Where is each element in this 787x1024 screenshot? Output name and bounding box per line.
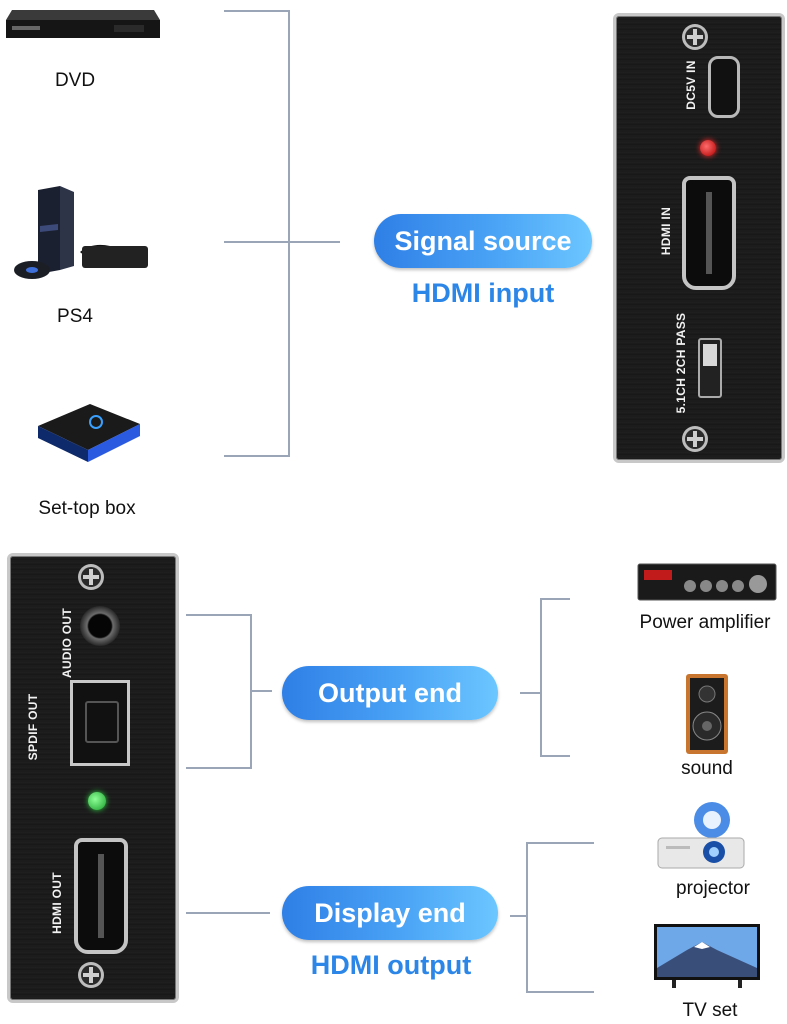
hdmi-input-label: HDMI input [411, 278, 555, 308]
projector-icon [657, 802, 745, 869]
audio-out-label: AUDIO OUT [60, 607, 74, 678]
hdmi-out-port [74, 838, 128, 954]
dc-in-label: DC5V IN [684, 60, 698, 110]
spdif-optical-port [70, 680, 130, 766]
connector-line [224, 241, 340, 243]
dvd-label: DVD [54, 70, 96, 91]
connector-line [224, 455, 290, 457]
set-top-box-icon [38, 404, 140, 462]
ps4-console-icon [14, 186, 148, 279]
tv-set-label: TV set [682, 1000, 738, 1021]
green-led [88, 792, 106, 810]
hdmi-out-label: HDMI OUT [50, 872, 64, 934]
power-amplifier-icon [637, 563, 777, 601]
connector-line [540, 755, 570, 757]
connector-line [540, 598, 570, 600]
connector-line [526, 991, 594, 993]
screw-icon [682, 426, 708, 452]
screw-icon [78, 962, 104, 988]
ps4-label: PS4 [57, 306, 93, 327]
connector-line [288, 10, 290, 456]
speaker-icon [686, 674, 728, 754]
mode-switch [698, 338, 722, 398]
screw-icon [78, 564, 104, 590]
connector-line [510, 915, 528, 917]
tv-icon [654, 924, 760, 988]
projector-label: projector [676, 878, 750, 899]
display-end-pill: Display end [282, 886, 498, 940]
connector-line [250, 690, 272, 692]
channel-switch-label: 5.1CH 2CH PASS [674, 312, 688, 414]
screw-icon [682, 24, 708, 50]
connector-line [186, 912, 270, 914]
hdmi-output-label: HDMI output [310, 950, 472, 980]
connector-line [526, 842, 528, 992]
dc-power-port [708, 56, 740, 118]
connector-line [540, 598, 542, 756]
input-device-panel: DC5V IN HDMI IN 5.1CH 2CH PASS [613, 13, 785, 463]
output-end-pill: Output end [282, 666, 498, 720]
connector-line [186, 614, 252, 616]
spdif-out-label: SPDIF OUT [26, 693, 40, 761]
red-led [700, 140, 716, 156]
power-amplifier-label: Power amplifier [639, 612, 771, 633]
hdmi-in-label: HDMI IN [659, 206, 673, 256]
set-top-box-label: Set-top box [38, 498, 136, 519]
connector-line [520, 692, 542, 694]
audio-out-jack [80, 606, 120, 646]
output-device-panel: AUDIO OUT SPDIF OUT HDMI OUT [7, 553, 179, 1003]
connector-line [224, 10, 290, 12]
dvd-player-icon [6, 10, 160, 38]
sound-label: sound [681, 758, 733, 779]
connector-line [186, 767, 252, 769]
signal-source-pill: Signal source [374, 214, 592, 268]
connector-line [526, 842, 594, 844]
hdmi-in-port [682, 176, 736, 290]
